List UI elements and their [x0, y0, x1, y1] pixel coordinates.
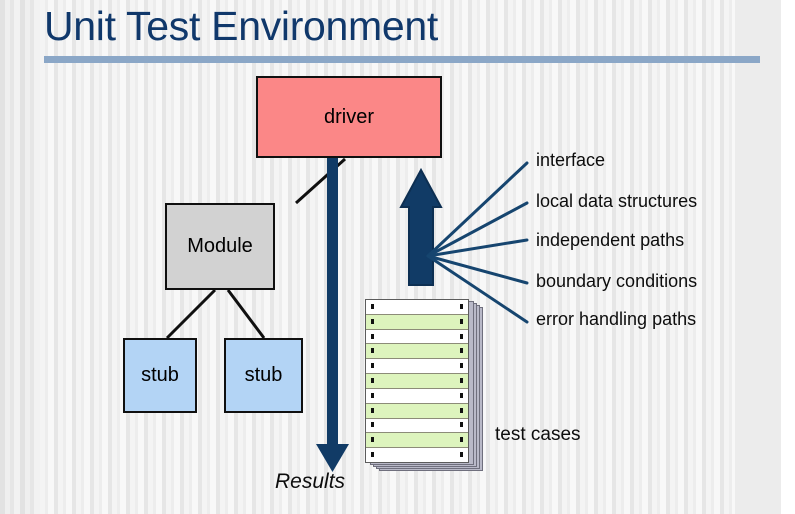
- slide-background-right-gutter: [735, 0, 781, 514]
- sprocket-hole-icon: [371, 318, 374, 324]
- sprocket-hole-icon: [371, 303, 374, 309]
- sprocket-hole-icon: [460, 422, 463, 428]
- sprocket-hole-icon: [460, 303, 463, 309]
- sprocket-hole-icon: [371, 333, 374, 339]
- stack-row: [366, 329, 468, 345]
- sprocket-hole-icon: [371, 377, 374, 383]
- diagram-box-stub-right-label: stub: [244, 364, 283, 386]
- fan-label-interface: interface: [536, 150, 606, 170]
- stack-row: [366, 403, 468, 419]
- stack-row: [366, 433, 468, 449]
- stack-row: [366, 448, 468, 462]
- test-cases-label: test cases: [495, 424, 581, 445]
- stack-row: [366, 374, 468, 389]
- stack-row: [366, 388, 468, 404]
- sprocket-hole-icon: [460, 377, 463, 383]
- sprocket-hole-icon: [460, 363, 463, 369]
- fan-label-local-data-structures: local data structures: [536, 191, 698, 211]
- sprocket-hole-icon: [460, 407, 463, 413]
- stack-top-page: [365, 299, 469, 463]
- diagram-box-stub-left-label: stub: [141, 364, 179, 386]
- sprocket-hole-icon: [371, 363, 374, 369]
- sprocket-hole-icon: [371, 407, 374, 413]
- page-title: Unit Test Environment: [44, 3, 439, 49]
- sprocket-hole-icon: [460, 348, 463, 354]
- sprocket-hole-icon: [371, 348, 374, 354]
- title-underline-rule: [44, 56, 760, 63]
- stack-row: [366, 314, 468, 330]
- sprocket-hole-icon: [460, 333, 463, 339]
- stack-row: [366, 300, 468, 315]
- diagram-box-stub-left[interactable]: stub: [123, 338, 197, 413]
- slide-background-left-gutter: [0, 0, 40, 514]
- sprocket-hole-icon: [460, 437, 463, 443]
- sprocket-hole-icon: [460, 318, 463, 324]
- diagram-box-stub-right[interactable]: stub: [224, 338, 303, 413]
- sprocket-hole-icon: [460, 392, 463, 398]
- stack-row: [366, 418, 468, 434]
- fan-label-boundary-conditions: boundary conditions: [536, 271, 698, 291]
- sprocket-hole-icon: [371, 452, 374, 458]
- fan-label-independent-paths: independent paths: [536, 230, 685, 250]
- sprocket-hole-icon: [460, 452, 463, 458]
- diagram-box-driver[interactable]: driver: [256, 76, 442, 158]
- diagram-box-module[interactable]: Module: [165, 203, 275, 290]
- sprocket-hole-icon: [371, 422, 374, 428]
- sprocket-hole-icon: [371, 392, 374, 398]
- diagram-box-module-label: Module: [187, 235, 253, 257]
- results-label: Results: [275, 470, 346, 493]
- fan-label-error-handling-paths: error handling paths: [536, 309, 697, 329]
- diagram-box-driver-label: driver: [323, 105, 374, 128]
- test-case-printout-stack[interactable]: [365, 299, 487, 471]
- stack-row: [366, 344, 468, 360]
- sprocket-hole-icon: [371, 437, 374, 443]
- stack-row: [366, 359, 468, 375]
